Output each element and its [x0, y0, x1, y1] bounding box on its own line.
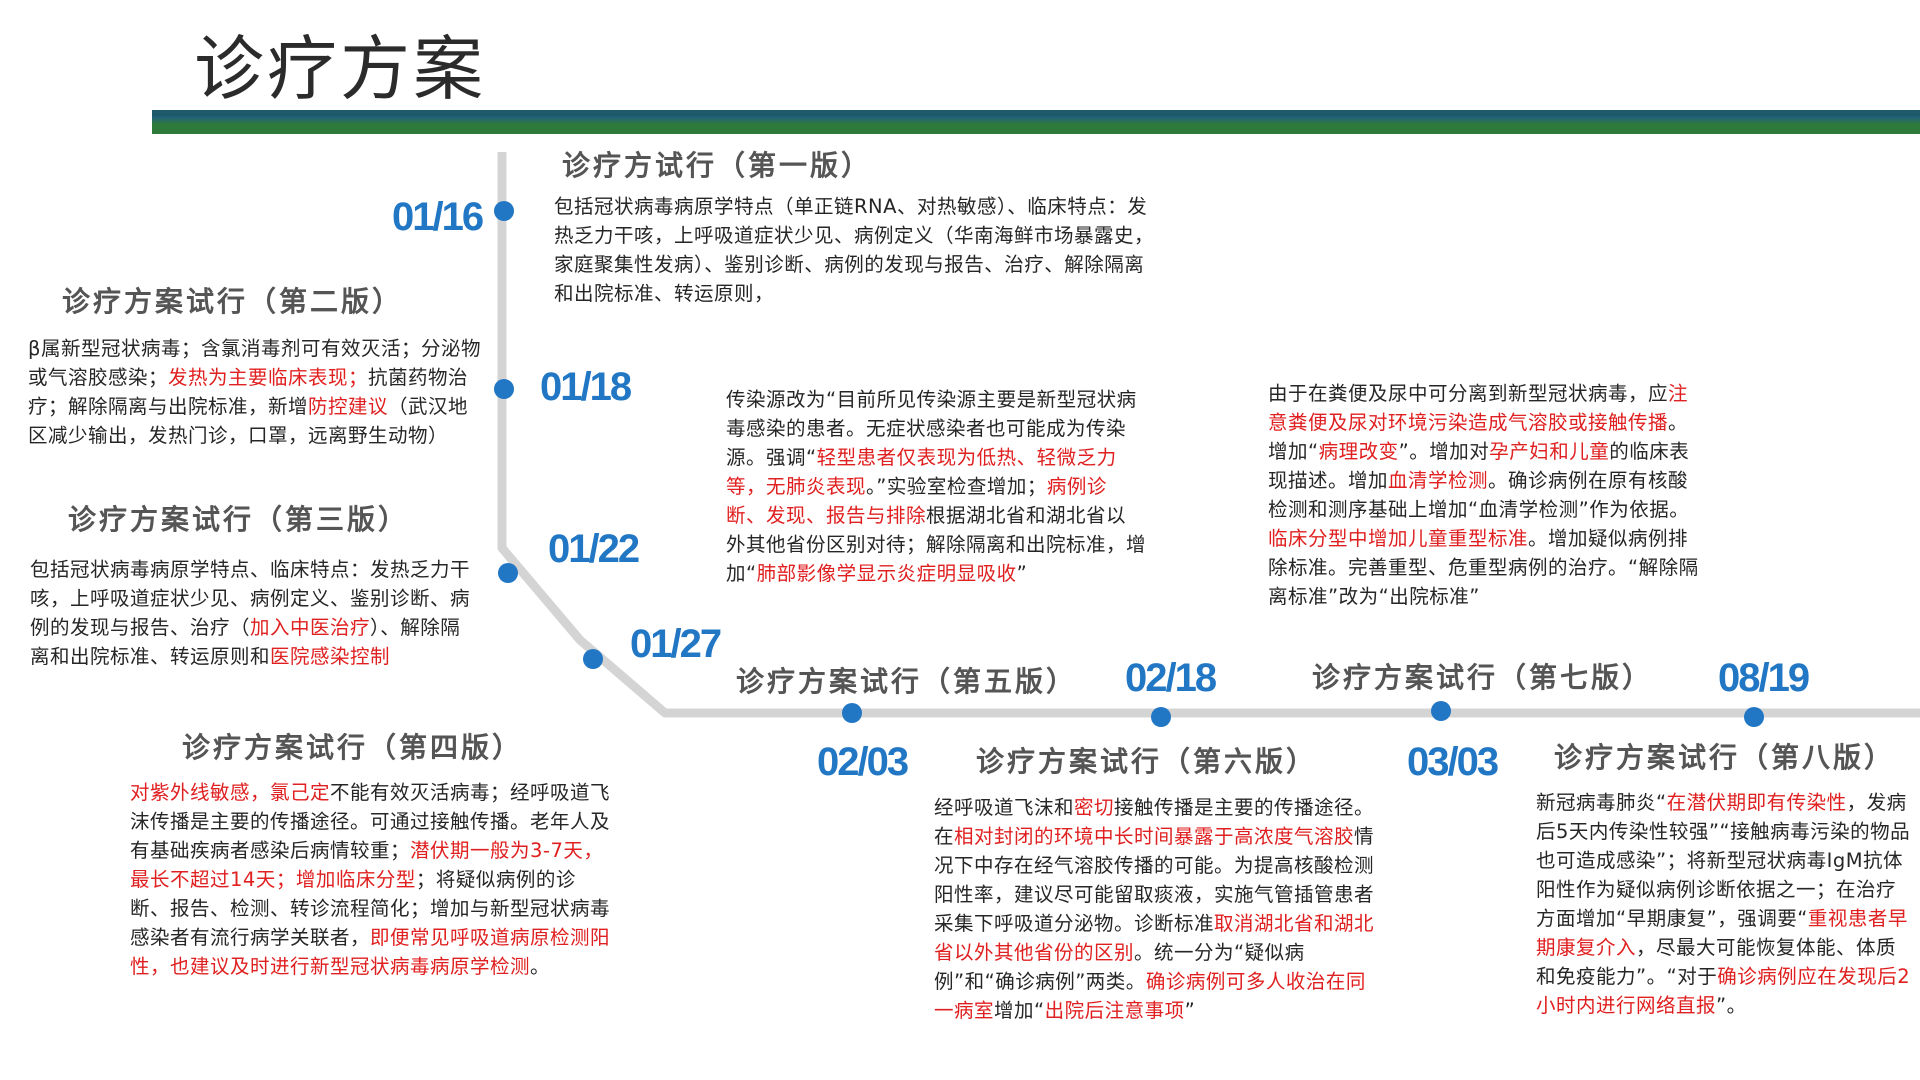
timeline-dot-0203	[842, 703, 862, 723]
highlight-text: 孕产妇和儿童	[1489, 440, 1610, 463]
version-title-8: 诊疗方案试行（第八版）	[1554, 741, 1896, 774]
date-label: 01/27	[630, 622, 722, 666]
highlight-text: 病理改变	[1318, 440, 1399, 463]
version-desc-7: 由于在粪便及尿中可分离到新型冠状病毒，应注意粪便及尿对环境污染造成气溶胶或接触传…	[1268, 379, 1706, 611]
placeholder-text: 单击此处	[72, 746, 161, 771]
highlight-text: 确诊病例应在发现后2小时内进行网络直报	[1536, 965, 1911, 1017]
placeholder-text: 明确	[72, 776, 117, 801]
highlight-text: 出院后注意事项	[1044, 999, 1185, 1022]
body-text: ；将疑似病例的诊断、报告、检测、转诊流程简化；增加与新型冠状病毒感染者有流行病学…	[130, 868, 611, 949]
body-text: 的临床表现描述。增加	[1268, 440, 1690, 492]
highlight-text: 血清学检测	[1388, 469, 1489, 492]
body-text: ”	[1184, 999, 1196, 1022]
date-label: 01/18	[540, 365, 632, 409]
version-desc-6: 经呼吸道飞沫和密切接触传播是主要的传播途径。在相对封闭的环境中长时间暴露于高浓度…	[934, 793, 1380, 1025]
body-text: ，尽最大可能恢复体能、体质和免疫能力”。“对于	[1536, 936, 1897, 988]
title-divider-bar	[152, 110, 1920, 134]
highlight-text: 轻型患者仅表现为低热、轻微乏力等，无肺炎表现	[726, 446, 1117, 498]
date-label: 08/19	[1718, 656, 1810, 700]
timeline-dot-0303	[1431, 701, 1451, 721]
body-text: 包括冠状病毒病原学特点、临床特点：发热乏力干咳，上呼吸道症状少见、病例定义、鉴别…	[30, 558, 471, 639]
highlight-text: 重视患者早期康复介入	[1536, 907, 1908, 959]
body-text: 。增加疑似病例排除标准。完善重型、危重型病例的治疗。“解除隔离标准”改为“出院标…	[1268, 527, 1699, 608]
body-text: 根据湖北省和湖北省以外其他省份区别对待；解除隔离和出院标准，增加“	[726, 504, 1147, 585]
date-label: 02/18	[1125, 656, 1217, 700]
version-desc-1: 包括冠状病毒病原学特点（单正链RNA、对热敏感）、临床特点：发热乏力干咳，上呼吸…	[554, 192, 1162, 308]
highlight-text: 加入中医治疗	[250, 616, 371, 639]
timeline-dot-0218	[1151, 707, 1171, 727]
body-text: 不能有效灭活病毒；经呼吸道飞沫传播是主要的传播途径。可通过接触传播。老年人及有基…	[130, 781, 611, 862]
timeline-dot-0118	[494, 379, 514, 399]
body-text: 增加“	[994, 999, 1045, 1022]
body-text: ”	[1016, 562, 1028, 585]
version-desc-8: 新冠病毒肺炎“在潜伏期即有传染性，发病后5天内传染性较强”“接触病毒污染的物品也…	[1536, 788, 1912, 1020]
version-title-4: 诊疗方案试行（第四版）	[182, 731, 524, 764]
version-title-3: 诊疗方案试行（第三版）	[68, 503, 410, 536]
body-text: ”。	[1716, 994, 1747, 1017]
timeline-dot-0116	[494, 201, 514, 221]
body-text: ）、解除隔离和出院标准、转运原则和	[30, 616, 461, 668]
body-text: （武汉地区减少输出，发热门诊，口罩，远离野生动物）	[28, 395, 469, 447]
highlight-text: 相对封闭的环境中长时间暴露于高浓度气溶胶	[954, 825, 1355, 848]
highlight-text: 对紫外线敏感，氯己定	[130, 781, 331, 804]
highlight-text: 发热为主要临床表现；	[168, 366, 369, 389]
body-text: 。增加“	[1268, 411, 1689, 463]
highlight-text: 即便常见呼吸道病原检测阳性，也建议及时进行新型冠状病毒病原学检测	[130, 926, 611, 978]
version-desc-5: 传染源改为“目前所见传染源主要是新型冠状病毒感染的患者。无症状感染者也可能成为传…	[726, 385, 1146, 588]
body-text: 包括冠状病毒病原学特点（单正链RNA、对热敏感）、临床特点：发热乏力干咳，上呼吸…	[554, 195, 1155, 305]
body-text: ”。增加对	[1398, 440, 1490, 463]
timeline-dot-0127	[583, 649, 603, 669]
body-text: 。统一分为“疑似病例”和“确诊病例”两类。	[934, 941, 1305, 993]
body-text: 情况下中存在经气溶胶传播的可能。为提高核酸检测阳性率，建议尽可能留取痰液，实施气…	[934, 825, 1375, 935]
version-desc-3: 包括冠状病毒病原学特点、临床特点：发热乏力干咳，上呼吸道症状少见、病例定义、鉴别…	[30, 555, 476, 671]
version-title-2: 诊疗方案试行（第二版）	[62, 285, 404, 318]
body-text: 由于在粪便及尿中可分离到新型冠状病毒，应	[1268, 382, 1669, 405]
body-text: 。确诊病例在原有核酸检测和测序基础上增加“血清学检测”作为依据。	[1268, 469, 1690, 521]
body-text: 。”实验室检查增加；	[866, 475, 1047, 498]
version-title-6: 诊疗方案试行（第六版）	[976, 745, 1318, 778]
version-title-1: 诊疗方试行（第一版）	[562, 149, 873, 182]
date-label: 01/22	[548, 527, 640, 571]
body-text: 。	[530, 955, 551, 978]
body-text: β属新型冠状病毒；含氯消毒剂可有效灭活；分泌物或气溶胶感染；	[28, 337, 481, 389]
placeholder-percent: 85%	[72, 693, 153, 734]
date-label: 02/03	[817, 740, 909, 784]
date-label: 03/03	[1407, 740, 1499, 784]
body-text: ，发病后5天内传染性较强”“接触病毒污染的物品也可造成感染”；将新型冠状病毒Ig…	[1536, 791, 1911, 930]
body-text: 传染源改为“目前所见传染源主要是新型冠状病毒感染的患者。无症状感染者也可能成为传…	[726, 388, 1137, 469]
highlight-text: 临床分型中增加儿童重型标准	[1268, 527, 1529, 550]
highlight-text: 注意粪便及尿对环境污染造成气溶胶或接触传播	[1268, 382, 1689, 434]
body-text: 经呼吸道飞沫和	[934, 796, 1075, 819]
timeline-path	[497, 152, 1920, 718]
version-desc-4: 对紫外线敏感，氯己定不能有效灭活病毒；经呼吸道飞沫传播是主要的传播途径。可通过接…	[130, 778, 614, 981]
date-label: 01/16	[392, 195, 484, 239]
timeline-dot-0122	[498, 563, 518, 583]
version-title-7: 诊疗方案试行（第七版）	[1312, 661, 1654, 694]
highlight-text: 确诊病例可多人收治在同一病室	[934, 970, 1366, 1022]
body-text: 抗菌药物治疗；解除隔离与出院标准，新增	[28, 366, 469, 418]
highlight-text: 取消湖北省和湖北省以外其他省份的区别	[934, 912, 1375, 964]
highlight-text: 密切	[1074, 796, 1115, 819]
version-desc-2: β属新型冠状病毒；含氯消毒剂可有效灭活；分泌物或气溶胶感染；发热为主要临床表现；…	[28, 334, 482, 450]
page-title: 诊疗方案	[194, 28, 486, 110]
highlight-text: 医院感染控制	[270, 645, 391, 668]
body-text: 接触传播是主要的传播途径。在	[934, 796, 1375, 848]
highlight-text: 在潜伏期即有传染性	[1666, 791, 1847, 814]
highlight-text: 病例诊断、发现、报告与排除	[726, 475, 1107, 527]
highlight-text: 肺部影像学显示炎症明显吸收	[756, 562, 1017, 585]
highlight-text: 潜伏期一般为3-7天，最长不超过14天；增加临床分型	[130, 839, 604, 891]
version-title-5: 诊疗方案试行（第五版）	[736, 665, 1078, 698]
highlight-text: 防控建议	[308, 395, 389, 418]
timeline-dot-0819	[1744, 707, 1764, 727]
body-text: 新冠病毒肺炎“	[1536, 791, 1667, 814]
